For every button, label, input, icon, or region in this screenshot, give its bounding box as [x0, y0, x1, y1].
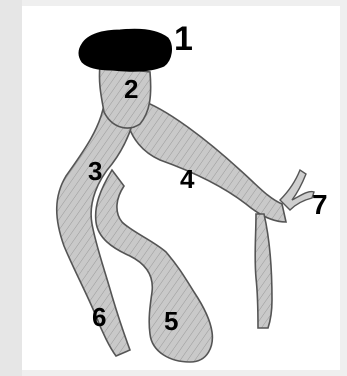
part-4-branch: [128, 100, 286, 222]
label-7: 7: [312, 189, 328, 220]
label-6: 6: [92, 302, 106, 332]
label-1: 1: [174, 20, 193, 58]
hanging-branch: [255, 214, 272, 328]
part-1-cap: [79, 29, 171, 71]
label-3: 3: [88, 156, 102, 186]
label-4: 4: [180, 164, 195, 194]
part-7-twig: [280, 170, 314, 210]
label-2: 2: [124, 74, 138, 104]
label-5: 5: [164, 306, 178, 336]
